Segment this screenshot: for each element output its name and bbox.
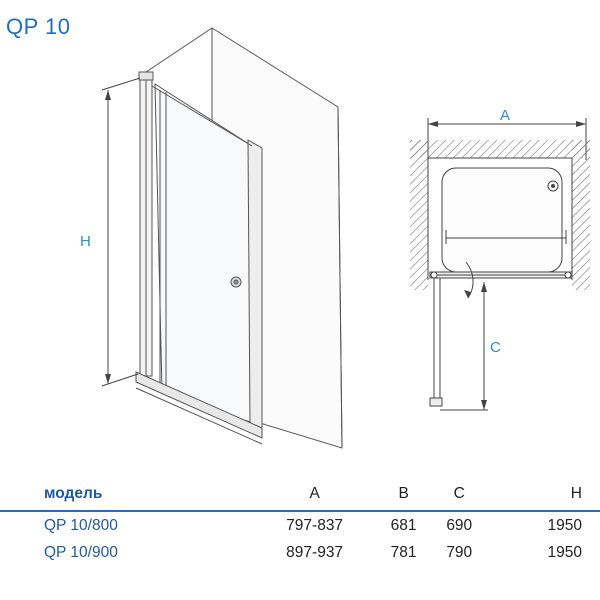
cell-b: 781: [390, 543, 417, 561]
dimensions-table: модель A B C H QP 10/800 797-837 681 690…: [0, 478, 600, 566]
plan-view: [410, 118, 590, 411]
label-c: C: [490, 339, 501, 356]
label-h: H: [80, 233, 91, 250]
cell-c: 690: [446, 516, 473, 534]
table-row: QP 10/800 797-837 681 690 1950: [0, 511, 600, 539]
page-title: QP 10: [6, 14, 71, 39]
cell-h: 1950: [547, 543, 582, 561]
table-header-row: модель A B C H: [0, 478, 600, 511]
header-a: A: [309, 485, 320, 502]
perspective-view: [101, 27, 343, 449]
header-b: B: [398, 485, 409, 502]
label-a: A: [500, 107, 510, 124]
header-c: C: [453, 485, 465, 502]
header-h: H: [570, 485, 582, 502]
cell-b: 681: [390, 516, 417, 534]
cell-model: QP 10/800: [44, 516, 118, 534]
technical-drawing: H: [80, 27, 590, 449]
cell-a: 897-937: [286, 543, 344, 561]
header-model: модель: [44, 485, 103, 502]
table-row: QP 10/900 897-937 781 790 1950: [0, 539, 600, 566]
cell-a: 797-837: [286, 516, 344, 534]
cell-model: QP 10/900: [44, 543, 118, 561]
cell-c: 790: [446, 543, 473, 561]
cell-h: 1950: [547, 516, 582, 534]
